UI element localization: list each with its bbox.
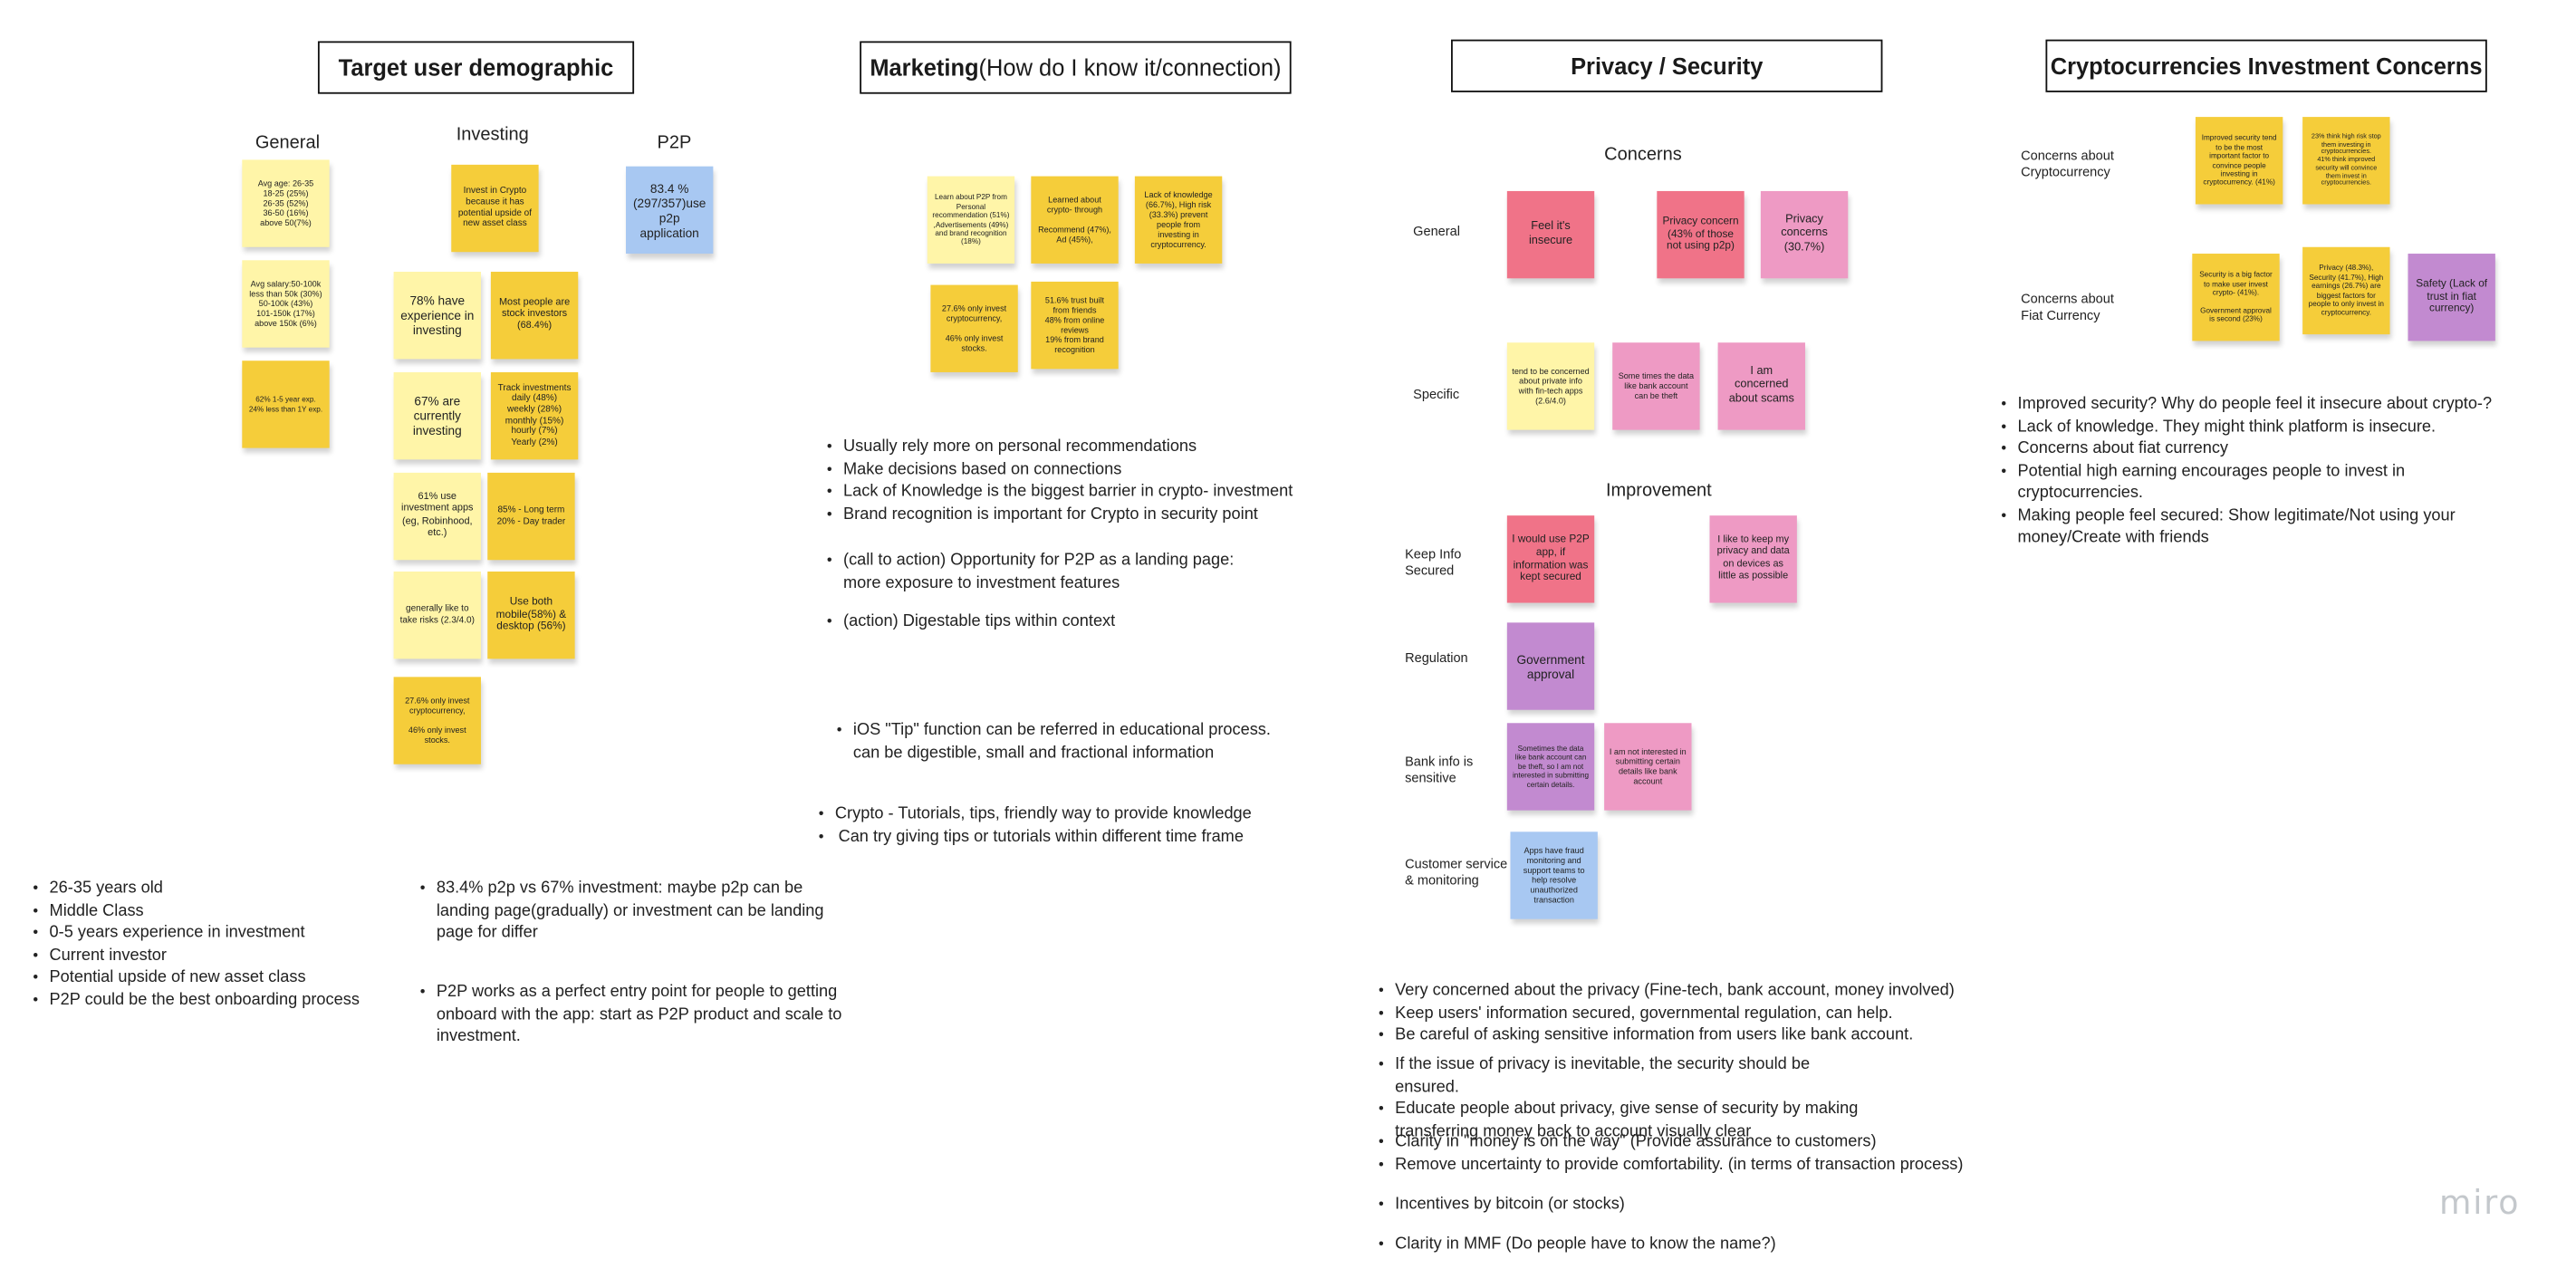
header-target-user-demographic[interactable]: Target user demographic [317,41,635,94]
miro-logo: miro [2439,1182,2521,1223]
sticky-note-experience[interactable]: 62% 1-5 year exp. 24% less than 1Y exp. [242,360,330,448]
privacy-item: Remove uncertainty to provide comfortabi… [1379,1154,2004,1177]
sticky-note-investment-apps[interactable]: 61% use investment apps (eg, Robinhood, … [393,472,481,561]
row-label-crypto-concerns: Concerns about Cryptocurrency [2021,148,2114,180]
target-summary-list: 26-35 years old Middle Class 0-5 years e… [33,878,395,1011]
crypto-item: Improved security? Why do people feel it… [2001,394,2528,417]
insight-item: P2P works as a perfect entry point for p… [420,982,857,1049]
marketing-list-4: iOS "Tip" function can be referred in ed… [837,720,1331,764]
sticky-note-fintech-concern[interactable]: tend to be concerned about private info … [1506,342,1595,430]
marketing-item: Crypto - Tutorials, tips, friendly way t… [819,803,1313,826]
sticky-note-only-crypto[interactable]: 27.6% only invest cryptocurrency, 46% on… [393,677,481,764]
summary-item: Middle Class [33,900,395,923]
privacy-item: Incentives by bitcoin (or stocks) [1379,1194,1873,1216]
sticky-note-crypto-upside[interactable]: Invest in Crypto because it has potentia… [451,164,539,253]
marketing-item: (action) Digestable tips within context [827,611,1322,634]
privacy-item: Be careful of asking sensitive informati… [1379,1024,1988,1047]
summary-item: P2P could be the best onboarding process [33,989,395,1012]
target-insight-list-2: P2P works as a perfect entry point for p… [420,982,857,1049]
sticky-note-feel-insecure[interactable]: Feel it's insecure [1506,190,1595,279]
row-label-general: General [1413,224,1460,239]
sticky-note-government-approval[interactable]: Government approval [1506,622,1595,710]
sticky-note-long-term[interactable]: 85% - Long term 20% - Day trader [487,472,575,561]
privacy-item: Clarity in MMF (Do people have to know t… [1379,1234,1873,1256]
sticky-note-fraud-monitoring[interactable]: Apps have fraud monitoring and support t… [1510,831,1598,919]
privacy-list-3: Clarity in "money is on the way" (Provid… [1379,1131,2004,1176]
header-crypto-concerns[interactable]: Cryptocurrencies Investment Concerns [2045,39,2487,92]
sticky-note-trust-built[interactable]: 51.6% trust built from friends 48% from … [1031,281,1119,370]
summary-item: 0-5 years experience in investment [33,922,395,945]
sticky-note-improved-security[interactable]: Improved security tend to be the most im… [2195,117,2283,205]
target-insight-list-1: 83.4% p2p vs 67% investment: maybe p2p c… [420,878,841,945]
sticky-note-learn-crypto[interactable]: Learned about crypto- through Recommend … [1031,176,1119,264]
privacy-item: If the issue of privacy is inevitable, t… [1379,1054,1873,1099]
crypto-item: Making people feel secured: Show legitim… [2001,505,2528,549]
sticky-note-data-theft[interactable]: Some times the data like bank account ca… [1612,342,1700,430]
sticky-note-privacy-security-earnings[interactable]: Privacy (48.3%), Security (41.7%), High … [2302,246,2390,335]
col-label-investing: Investing [456,125,529,146]
privacy-list-2: If the issue of privacy is inevitable, t… [1379,1054,1873,1143]
marketing-item: Make decisions based on connections [827,458,1322,481]
row-label-customer-service: Customer service & monitoring [1405,856,1508,889]
sticky-note-take-risks[interactable]: generally like to take risks (2.3/4.0) [393,571,481,659]
sticky-note-privacy-concern[interactable]: Privacy concern (43% of those not using … [1657,190,1745,279]
sticky-note-track-investments[interactable]: Track investments daily (48%) weekly (28… [490,371,579,460]
col-label-p2p: P2P [657,133,692,154]
crypto-item: Concerns about fiat currency [2001,438,2528,461]
sticky-note-avg-age[interactable]: Avg age: 26-35 18-25 (25%) 26-35 (52%) 3… [242,159,330,247]
sticky-note-safety-fiat[interactable]: Safety (Lack of trust in fiat currency) [2408,254,2495,341]
summary-item: Current investor [33,945,395,967]
crypto-item: Potential high earning encourages people… [2001,460,2528,505]
marketing-item: Usually rely more on personal recommenda… [827,437,1322,459]
sticky-note-learn-p2p[interactable]: Learn about P2P from Personal recommenda… [927,176,1015,264]
crypto-item: Lack of knowledge. They might think plat… [2001,416,2528,438]
summary-item: 26-35 years old [33,878,395,900]
row-label-keep-info: Keep Info Secured [1405,546,1462,579]
privacy-item: Very concerned about the privacy (Fine-t… [1379,980,1988,1003]
privacy-item: Clarity in "money is on the way" (Provid… [1379,1131,2004,1154]
privacy-item: Keep users' information secured, governm… [1379,1002,1988,1024]
sticky-note-avg-salary[interactable]: Avg salary:50-100k less than 50k (30%) 5… [242,260,330,348]
header-privacy-security[interactable]: Privacy / Security [1451,39,1883,92]
marketing-item: (call to action) Opportunity for P2P as … [827,550,1322,594]
marketing-item: Brand recognition is important for Crypt… [827,504,1322,526]
marketing-list-5: Crypto - Tutorials, tips, friendly way t… [819,803,1313,848]
sticky-note-p2p-usage[interactable]: 83.4 % (297/357)use p2p application [625,166,714,255]
sticky-note-security-factor[interactable]: Security is a big factor to make user in… [2192,254,2280,341]
sticky-note-stock-investors[interactable]: Most people are stock investors (68.4%) [490,272,579,360]
sticky-note-currently-investing[interactable]: 67% are currently investing [393,371,481,460]
sticky-note-use-p2p-secured[interactable]: I would use P2P app, if information was … [1506,515,1595,603]
row-label-fiat-concerns: Concerns about Fiat Currency [2021,291,2114,323]
sticky-note-not-interested[interactable]: I am not interested in submitting certai… [1604,723,1692,811]
header-marketing[interactable]: Marketing (How do I know it/connection) [860,41,1292,94]
row-label-bank-info: Bank info is sensitive [1405,754,1474,786]
insight-item: 83.4% p2p vs 67% investment: maybe p2p c… [420,878,841,945]
sticky-note-privacy-concerns[interactable]: Privacy concerns (30.7%) [1760,190,1849,279]
row-label-specific: Specific [1413,387,1460,402]
sticky-note-investing-experience[interactable]: 78% have experience in investing [393,272,481,360]
sticky-note-scams[interactable]: I am concerned about scams [1717,342,1805,430]
marketing-item: iOS "Tip" function can be referred in ed… [837,720,1331,764]
sticky-note-high-risk[interactable]: 23% think high risk stop them investing … [2302,117,2390,205]
privacy-list-5: Clarity in MMF (Do people have to know t… [1379,1234,1873,1256]
sticky-note-lack-knowledge[interactable]: Lack of knowledge (66.7%), High risk (33… [1134,176,1223,264]
marketing-list-2: (call to action) Opportunity for P2P as … [827,550,1322,594]
privacy-concerns-label: Concerns [1604,145,1682,165]
summary-item: Potential upside of new asset class [33,966,395,989]
col-label-general: General [255,133,321,154]
marketing-item: Can try giving tips or tutorials within … [819,826,1313,849]
privacy-list-1: Very concerned about the privacy (Fine-t… [1379,980,1988,1047]
crypto-list: Improved security? Why do people feel it… [2001,394,2528,550]
sticky-note-bank-theft[interactable]: Sometimes the data like bank account can… [1506,723,1595,811]
privacy-improvement-label: Improvement [1605,480,1712,501]
marketing-list-1: Usually rely more on personal recommenda… [827,437,1322,525]
marketing-item: Lack of Knowledge is the biggest barrier… [827,481,1322,504]
sticky-note-only-crypto-marketing[interactable]: 27.6% only invest cryptocurrency, 46% on… [930,284,1018,372]
row-label-regulation: Regulation [1405,650,1468,666]
sticky-note-keep-privacy[interactable]: I like to keep my privacy and data on de… [1709,515,1797,603]
sticky-note-mobile-desktop[interactable]: Use both mobile(58%) & desktop (56%) [487,571,575,659]
privacy-list-4: Incentives by bitcoin (or stocks) [1379,1194,1873,1216]
marketing-list-3: (action) Digestable tips within context [827,611,1322,634]
